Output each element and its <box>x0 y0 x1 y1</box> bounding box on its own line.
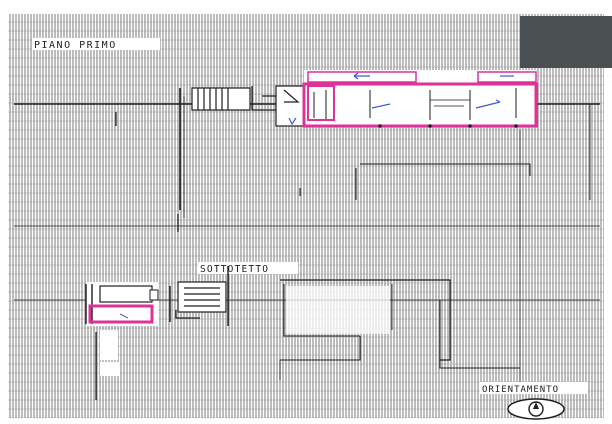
lower-open-area <box>286 286 390 334</box>
orientamento-label-bg <box>480 382 588 394</box>
compass-icon <box>507 398 565 420</box>
piano-label: PIANO PRIMO <box>34 40 117 51</box>
lower-stair <box>175 281 227 319</box>
corner-stamp <box>520 16 612 68</box>
sottotetto-label: SOTTOTETTO <box>200 264 269 275</box>
orientamento-label: ORIENTAMENTO <box>482 385 559 395</box>
highlighted-unit-upper <box>288 70 538 128</box>
piano-label-bg <box>32 38 160 50</box>
sottotetto-label-bg <box>198 262 298 274</box>
highlighted-unit-lower <box>85 282 159 376</box>
